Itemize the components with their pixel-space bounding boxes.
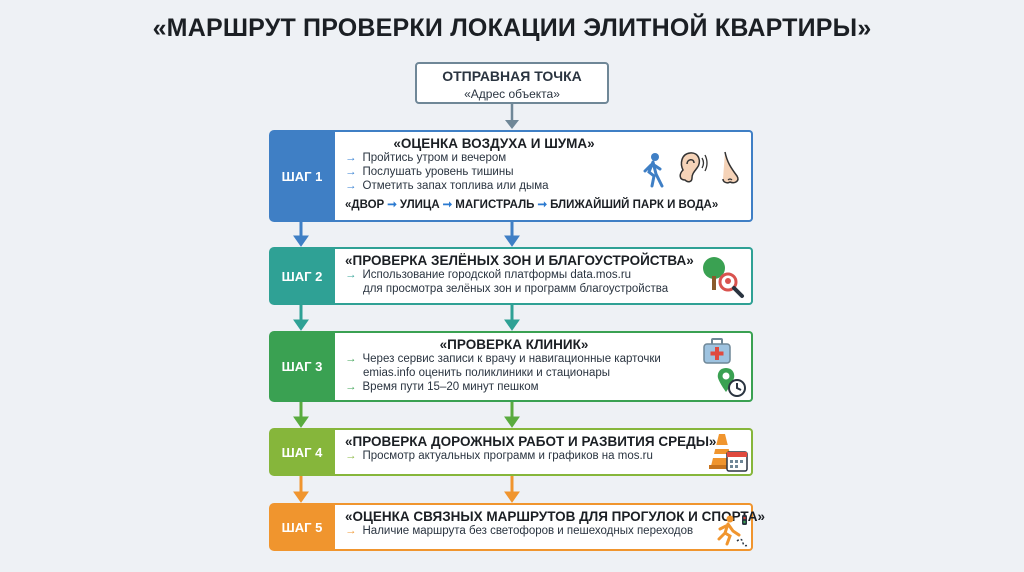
step-5-bullet: →Наличие маршрута без светофоров и пешех… — [345, 525, 694, 537]
step-1: ШАГ 1 «ОЦЕНКА ВОЗДУХА И ШУМА» →Пройтись … — [269, 130, 753, 222]
arrows-step4-to-step5 — [293, 476, 520, 503]
step-1-title: «ОЦЕНКА ВОЗДУХА И ШУМА» — [393, 136, 595, 151]
step-1-card: «ОЦЕНКА ВОЗДУХА И ШУМА» →Пройтись утром … — [335, 130, 753, 222]
step-5: ШАГ 5 «ОЦЕНКА СВЯЗНЫХ МАРШРУТОВ ДЛЯ ПРОГ… — [269, 503, 766, 551]
step-2-bullet-cont: для просмотра зелёных зон и программ бла… — [363, 283, 669, 295]
step-4-bullet: →Просмотр актуальных программ и графиков… — [345, 450, 653, 462]
step-2-label: ШАГ 2 — [281, 268, 323, 284]
step-3-bullet-cont: emias.info оценить поликлиники и стацион… — [363, 367, 611, 379]
walking-person-icon — [643, 153, 664, 188]
step-1-bullet: →Послушать уровень тишины — [345, 166, 514, 178]
step-4-label: ШАГ 4 — [281, 444, 323, 460]
step-5-label: ШАГ 5 — [281, 519, 323, 535]
medical-kit-icon — [703, 338, 731, 364]
step-4-card: «ПРОВЕРКА ДОРОЖНЫХ РАБОТ И РАЗВИТИЯ СРЕД… — [335, 428, 753, 476]
step-1-label: ШАГ 1 — [281, 168, 323, 184]
nose-icon — [722, 151, 739, 184]
ear-icon — [679, 152, 708, 183]
start-point-subtitle: «Адрес объекта» — [464, 87, 560, 101]
arrows-step2-to-step3 — [293, 305, 520, 331]
map-pin-clock-icon — [717, 368, 746, 397]
step-3-bullet: →Время пути 15–20 минут пешком — [345, 381, 539, 393]
step-3-title: «ПРОВЕРКА КЛИНИК» — [439, 337, 589, 352]
step-4: ШАГ 4 «ПРОВЕРКА ДОРОЖНЫХ РАБОТ И РАЗВИТИ… — [269, 428, 753, 476]
step-3-card: «ПРОВЕРКА КЛИНИК» →Через сервис записи к… — [335, 331, 753, 402]
traffic-cone-calendar-icon — [709, 434, 748, 472]
step-1-bullet: →Пройтись утром и вечером — [345, 152, 507, 164]
step-5-title: «ОЦЕНКА СВЯЗНЫХ МАРШРУТОВ ДЛЯ ПРОГУЛОК И… — [345, 509, 766, 524]
step-2-card: «ПРОВЕРКА ЗЕЛЁНЫХ ЗОН И БЛАГОУСТРОЙСТВА»… — [335, 247, 753, 305]
step-2: ШАГ 2 «ПРОВЕРКА ЗЕЛЁНЫХ ЗОН И БЛАГОУСТРО… — [269, 247, 753, 305]
step-2-bullet: →Использование городской платформы data.… — [345, 269, 632, 281]
step-3: ШАГ 3 «ПРОВЕРКА КЛИНИК» →Через сервис за… — [269, 331, 753, 402]
step-4-title: «ПРОВЕРКА ДОРОЖНЫХ РАБОТ И РАЗВИТИЯ СРЕД… — [345, 434, 717, 449]
running-person-icon — [717, 515, 749, 547]
step-3-label: ШАГ 3 — [281, 359, 323, 374]
start-point-heading: ОТПРАВНАЯ ТОЧКА — [442, 68, 582, 84]
step-3-bullet: →Через сервис записи к врачу и навигацио… — [345, 353, 661, 365]
start-point-box: ОТПРАВНАЯ ТОЧКА «Адрес объекта» — [415, 62, 609, 104]
page-title: «МАРШРУТ ПРОВЕРКИ ЛОКАЦИИ ЭЛИТНОЙ КВАРТИ… — [152, 14, 872, 42]
step-1-bullet: →Отметить запах топлива или дыма — [345, 180, 549, 192]
step-1-route-chain: «ДВОР➞УЛИЦА➞МАГИСТРАЛЬ➞БЛИЖАЙШИЙ ПАРК И … — [345, 199, 719, 211]
step-2-title: «ПРОВЕРКА ЗЕЛЁНЫХ ЗОН И БЛАГОУСТРОЙСТВА» — [345, 253, 694, 268]
tree-magnifier-icon — [703, 257, 744, 298]
step-5-card: «ОЦЕНКА СВЯЗНЫХ МАРШРУТОВ ДЛЯ ПРОГУЛОК И… — [335, 503, 766, 551]
arrows-step1-to-step2 — [293, 222, 520, 247]
arrow-start-to-step1 — [505, 104, 519, 129]
arrows-step3-to-step4 — [293, 402, 520, 428]
